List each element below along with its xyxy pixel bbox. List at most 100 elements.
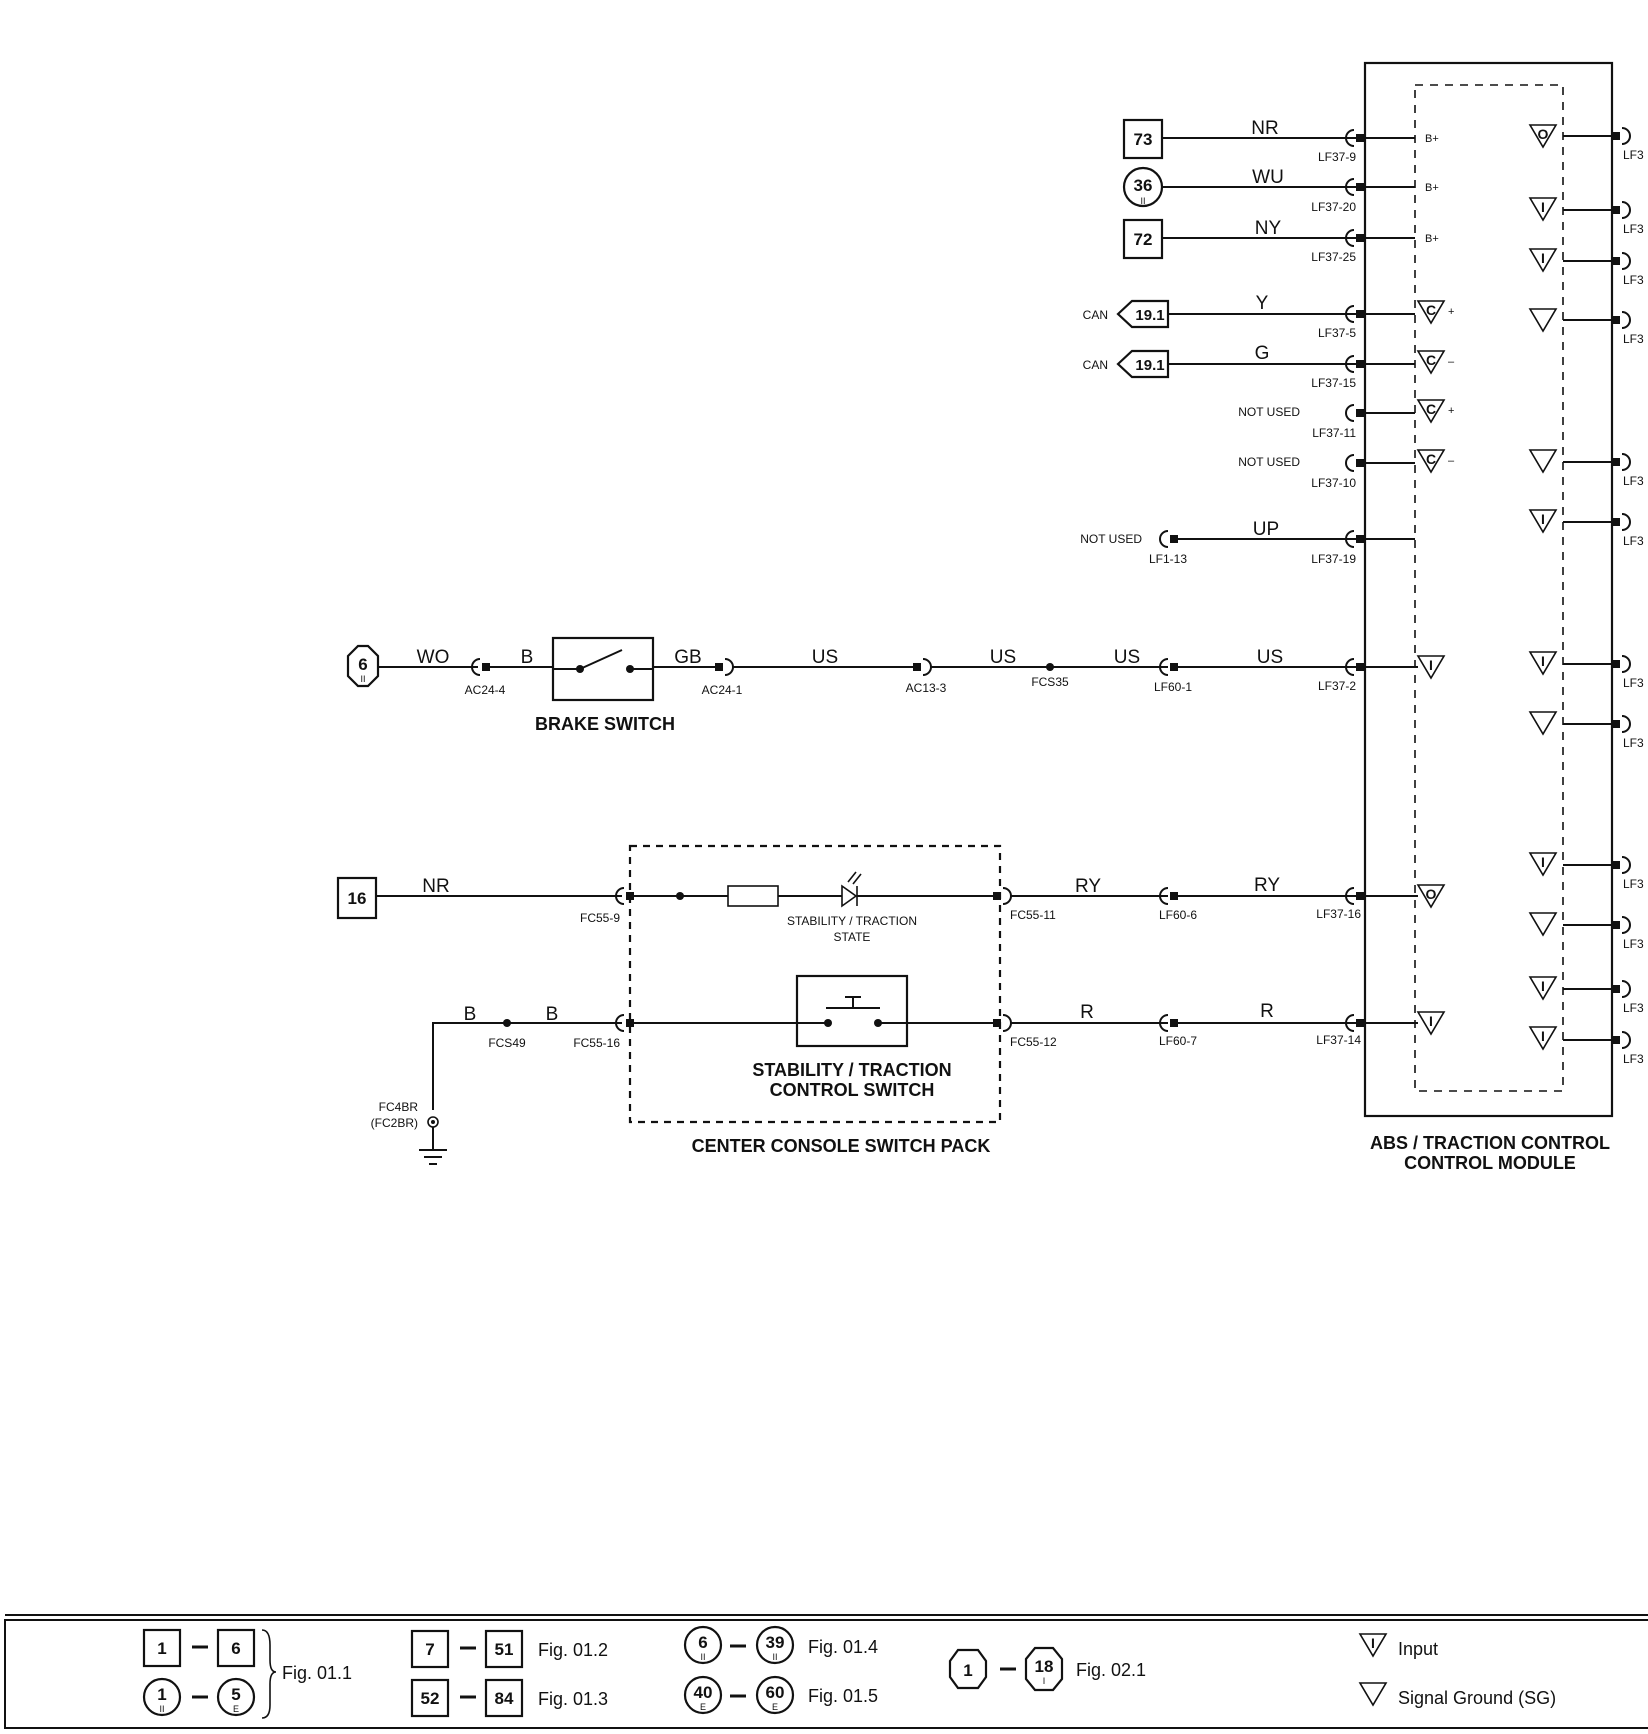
legend-ref: 39 (766, 1633, 785, 1652)
module-connector (1621, 127, 1631, 145)
svg-text:I: I (1429, 657, 1433, 673)
conn-lf37-11: LF37-11 (1312, 426, 1356, 440)
brake-circuit: 6 II WO AC24-4 B BRAKE SWITCH GB AC24-1 … (346, 636, 1418, 734)
right-pin-label: LF3 (1623, 332, 1644, 346)
led-icon (841, 884, 858, 908)
svg-text:C: C (1426, 302, 1436, 318)
conn-lf60-7: LF60-7 (1159, 1034, 1197, 1048)
supply-36: 36 II WU LF37-20 B+ (1122, 166, 1439, 214)
ref-19-1: 19.1 (1135, 307, 1164, 324)
wire-b: B (546, 1004, 559, 1025)
module-pin (1612, 257, 1620, 265)
ref-72: 72 (1134, 230, 1153, 249)
right-pin-label: LF3 (1623, 474, 1644, 488)
conn-lf37-15: LF37-15 (1311, 376, 1356, 390)
unused-up-line: NOT USED LF1-13 UP LF37-19 (1080, 519, 1415, 566)
module-pin (1612, 132, 1620, 140)
conn-lf37-14: LF37-14 (1316, 1033, 1361, 1047)
legend-fig: Fig. 01.2 (538, 1640, 608, 1660)
splice-fcs35: FCS35 (1031, 675, 1069, 689)
module-connector (1621, 513, 1631, 531)
ref-6-sub: II (360, 674, 365, 684)
module-title-2: CONTROL MODULE (1404, 1153, 1576, 1173)
svg-text:C: C (1426, 352, 1436, 368)
legend-ref: 1 (963, 1661, 972, 1680)
wire-ry: RY (1254, 875, 1280, 896)
module-connector (1621, 453, 1631, 471)
conn-ac24-1: AC24-1 (702, 683, 743, 697)
legend-fig: Fig. 01.5 (808, 1686, 878, 1706)
legend-sub: II (159, 1704, 164, 1714)
lamp-label-2: STATE (834, 930, 871, 944)
module-connector (1621, 311, 1631, 329)
svg-text:–: – (1448, 455, 1455, 467)
wire-y: Y (1256, 293, 1269, 314)
legend-ref: 40 (694, 1683, 713, 1702)
module-pin (1612, 458, 1620, 466)
svg-text:I: I (1541, 199, 1545, 215)
ref-16: 16 (348, 889, 367, 908)
legend-ref: 5 (231, 1685, 240, 1704)
module-pin (1612, 861, 1620, 869)
module-connector (1621, 1031, 1631, 1049)
module-connector (1621, 715, 1631, 733)
module-pin (1612, 720, 1620, 728)
svg-text:I: I (1429, 1013, 1433, 1029)
ground-icon (419, 1116, 447, 1165)
module-left-symbols: I O I (1417, 655, 1445, 1035)
pin-bplus: B+ (1425, 182, 1439, 194)
supply-72: 72 NY LF37-25 B+ (1122, 218, 1439, 264)
signal-ground-icon (1359, 1682, 1387, 1706)
wire-r: R (1080, 1002, 1094, 1023)
conn-fc55-11: FC55-11 (1010, 908, 1056, 922)
legend-fig: Fig. 01.1 (282, 1663, 352, 1683)
ref-73: 73 (1134, 130, 1153, 149)
conn-lf37-19: LF37-19 (1311, 552, 1356, 566)
legend-sub: E (700, 1702, 706, 1712)
module-pin (1612, 316, 1620, 324)
conn-lf37-20: LF37-20 (1311, 200, 1356, 214)
legend-fig: Fig. 01.3 (538, 1689, 608, 1709)
right-pin-label: LF3 (1623, 534, 1644, 548)
legend-ref: 6 (698, 1633, 707, 1652)
module-connector (1621, 980, 1631, 998)
wire-us: US (812, 647, 838, 668)
wire-us: US (1114, 647, 1140, 668)
right-pin-label: LF3 (1623, 1001, 1644, 1015)
legend-ref: 60 (766, 1683, 785, 1702)
right-pin-label: LF3 (1623, 937, 1644, 951)
switch-pack-label: CENTER CONSOLE SWITCH PACK (692, 1136, 991, 1156)
legend: 1 6 1 II 5 E Fig. 01.1 7 51 Fig. 01.2 52… (4, 1614, 1648, 1729)
ref-36-sub: II (1140, 196, 1145, 206)
conn-lf37-9: LF37-9 (1318, 150, 1356, 164)
conn-lf37-10: LF37-10 (1311, 476, 1356, 490)
input-symbol-icon: I (1359, 1633, 1387, 1657)
can-symbols: C+ C– C+ C– (1417, 300, 1455, 473)
legend-sub: I (1043, 1676, 1046, 1686)
legend-input: Input (1398, 1639, 1438, 1659)
legend-ref: 51 (495, 1640, 514, 1659)
svg-text:I: I (1371, 1635, 1375, 1651)
resistor (727, 885, 779, 907)
module-pin (1612, 985, 1620, 993)
stability-switch (795, 974, 909, 1048)
conn-lf37-5: LF37-5 (1318, 326, 1356, 340)
conn-fc55-16: FC55-16 (573, 1036, 620, 1050)
switch-label-2: CONTROL SWITCH (770, 1080, 935, 1100)
svg-text:I: I (1541, 511, 1545, 527)
svg-text:I: I (1541, 978, 1545, 994)
splice-fcs49: FCS49 (488, 1036, 526, 1050)
module-pin (1612, 1036, 1620, 1044)
ground-label-2: (FC2BR) (371, 1116, 418, 1130)
conn-lf1-13: LF1-13 (1149, 552, 1187, 566)
svg-text:I: I (1541, 854, 1545, 870)
legend-fig: Fig. 02.1 (1076, 1660, 1146, 1680)
ground-label-1: FC4BR (379, 1100, 419, 1114)
not-used-label: NOT USED (1080, 532, 1142, 546)
right-pin-label: LF3 (1623, 676, 1644, 690)
legend-sub: E (772, 1702, 778, 1712)
wire-ny: NY (1255, 218, 1282, 239)
svg-text:C: C (1426, 401, 1436, 417)
